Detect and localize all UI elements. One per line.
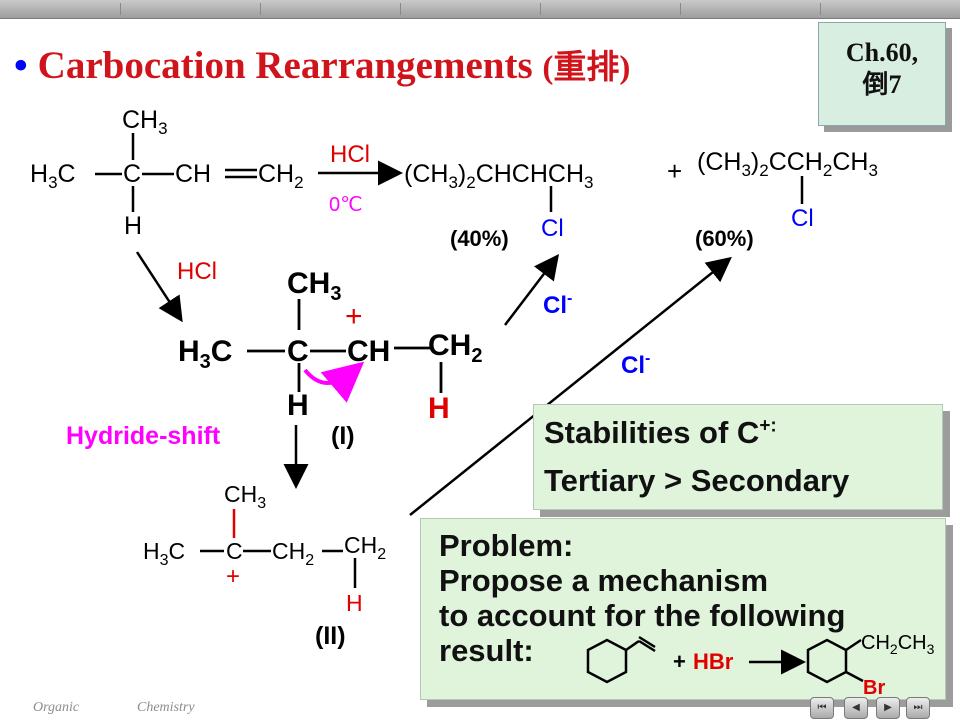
svg-text:C: C (123, 160, 141, 188)
problem-line1: Problem: (439, 528, 574, 563)
title-paren-close: ) (619, 50, 631, 86)
svg-text:CH3: CH3 (122, 106, 168, 138)
slide-title: •Carbocation Rearrangements (重排) (14, 40, 630, 88)
svg-text:H3C: H3C (178, 335, 232, 373)
chapter-badge: Ch.60, 倒7 (818, 22, 946, 126)
window-top-bar (0, 0, 960, 19)
svg-text:C: C (287, 335, 309, 368)
cation-II: CH3 H3C C CH2 CH2 (143, 481, 386, 569)
nav-first-button[interactable]: ⏮ (810, 697, 834, 719)
product-1: (CH3)2CHCHCH3 (404, 160, 594, 192)
footer-left: Organic (33, 700, 80, 715)
badge-line2: 倒7 (862, 70, 902, 99)
hbr-reagent: HBr (693, 649, 734, 674)
label-II: (II) (315, 622, 346, 650)
stabilities-panel: Stabilities of C+: Tertiary > Secondary (533, 404, 943, 510)
svg-text:Br: Br (863, 677, 885, 699)
nav-last-button[interactable]: ⏭ (906, 697, 930, 719)
plus-sign: + (667, 156, 682, 186)
svg-text:CH3: CH3 (224, 481, 266, 512)
footer: Organic Chemistry (0, 698, 960, 720)
nav-next-button[interactable]: ▶ (876, 697, 900, 719)
svg-text:H3C: H3C (143, 538, 185, 569)
reaction-condition: 0℃ (329, 194, 363, 216)
cation-I-plus: + (345, 300, 363, 333)
title-paren-open: ( (542, 50, 554, 86)
problem-line2: Propose a mechanism (439, 563, 769, 598)
problem-reaction: + HBr CH2CH3 Br (586, 632, 935, 699)
problem-line3: to account for the following (439, 598, 846, 633)
stabilities-line1: Stabilities of C+: (544, 415, 777, 450)
product-2: (CH3)2CCH2CH3 (697, 148, 878, 180)
cl-minus-1: Cl- (543, 290, 572, 319)
title-zh: 重排 (553, 50, 620, 86)
svg-text:CH2: CH2 (272, 538, 314, 569)
nav-prev-button[interactable]: ◀ (844, 697, 868, 719)
cation-II-h-red: H (346, 590, 363, 616)
hcl-side-label: HCl (177, 258, 217, 285)
svg-text:CH: CH (347, 335, 390, 368)
product-2-cl: Cl (791, 205, 814, 232)
problem-line4: result: (439, 633, 534, 668)
hydride-shift-label: Hydride-shift (66, 422, 221, 450)
cation-I-h-red: H (428, 392, 450, 425)
product-2-yield: (60%) (695, 226, 754, 251)
title-main: Carbocation Rearrangements (37, 44, 533, 87)
stabilities-line2: Tertiary > Secondary (544, 463, 850, 498)
title-bullet: • (14, 44, 28, 87)
problem-panel: Problem: Propose a mechanism to account … (420, 518, 946, 700)
cl-minus-2: Cl- (621, 350, 650, 379)
badge-line1: Ch.60, (845, 38, 919, 67)
svg-text:+: + (673, 649, 686, 674)
svg-text:CH2: CH2 (258, 160, 304, 192)
svg-text:C: C (226, 538, 243, 564)
product-1-yield: (40%) (450, 226, 509, 251)
svg-text:H: H (124, 212, 142, 240)
cyclohexane-ring-2 (806, 638, 848, 684)
svg-text:H: H (287, 389, 309, 422)
footer-right: Chemistry (137, 700, 195, 715)
svg-text:CH2CH3: CH2CH3 (861, 632, 935, 657)
svg-text:H3C: H3C (30, 160, 76, 192)
reagent-hcl: HCl (330, 141, 370, 168)
product-1-cl: Cl (541, 215, 564, 242)
label-I: (I) (331, 422, 355, 450)
svg-text:CH2: CH2 (344, 532, 386, 563)
cyclohexane-ring-1 (586, 638, 628, 684)
svg-text:(CH3)2CCH2CH3: (CH3)2CCH2CH3 (697, 148, 878, 180)
svg-text:CH: CH (175, 160, 211, 188)
svg-text:CH3: CH3 (287, 267, 341, 305)
svg-text:(CH3)2CHCHCH3: (CH3)2CHCHCH3 (404, 160, 594, 192)
svg-text:CH2: CH2 (428, 329, 482, 367)
cation-II-plus: + (226, 563, 240, 590)
